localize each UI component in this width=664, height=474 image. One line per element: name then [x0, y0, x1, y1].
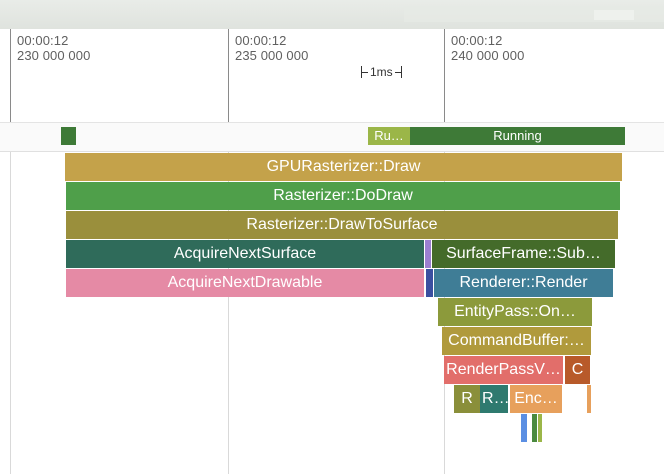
trace-slice[interactable]: Enc…	[510, 385, 562, 413]
trace-slice[interactable]: Rasterizer::DoDraw	[66, 182, 620, 210]
trace-slice[interactable]: EntityPass::On…	[438, 298, 592, 326]
trace-slice[interactable]	[521, 414, 527, 442]
ruler-tick	[444, 29, 445, 122]
trace-slice[interactable]: AcquireNextDrawable	[66, 269, 424, 297]
scale-bar-label: 1ms	[370, 65, 393, 79]
thread-state-slice[interactable]: Running	[410, 127, 625, 145]
blurred-header-region	[594, 10, 634, 20]
tick-ns: 230 000 000	[17, 48, 91, 63]
trace-slice[interactable]: C	[565, 356, 590, 384]
scale-bar-line	[394, 71, 401, 73]
tick-ns: 235 000 000	[235, 48, 309, 63]
trace-slice[interactable]: Renderer::Render	[434, 269, 613, 297]
trace-slice[interactable]: R	[454, 385, 480, 413]
ruler-tick-label: 00:00:12 235 000 000	[235, 33, 308, 63]
ruler-tick-label: 00:00:12 240 000 000	[451, 33, 524, 63]
trace-slice[interactable]: CommandBuffer:…	[442, 327, 591, 355]
scale-bar: 1ms	[361, 64, 402, 80]
ruler-tick	[10, 29, 11, 122]
scale-bar-line	[362, 71, 368, 73]
tick-ns: 240 000 000	[451, 48, 525, 63]
trace-slice[interactable]	[532, 414, 537, 442]
trace-slice[interactable]: R…	[480, 385, 508, 413]
trace-slice[interactable]	[538, 414, 542, 442]
ruler-tick-label: 00:00:12 230 000 000	[17, 33, 90, 63]
scale-bar-cap	[361, 66, 362, 78]
trace-slice[interactable]: Rasterizer::DrawToSurface	[66, 211, 618, 239]
trace-slice[interactable]	[426, 269, 433, 297]
tick-time: 00:00:12	[17, 33, 69, 48]
ruler-tick	[228, 29, 229, 122]
trace-slice[interactable]	[587, 385, 591, 413]
grid-line	[10, 29, 11, 474]
trace-slice[interactable]: GPURasterizer::Draw	[65, 153, 622, 181]
time-ruler[interactable]	[0, 29, 664, 122]
scale-bar-cap	[400, 66, 402, 78]
thread-state-slice[interactable]	[61, 127, 76, 145]
tick-time: 00:00:12	[451, 33, 503, 48]
trace-slice[interactable]	[425, 240, 431, 268]
blurred-header	[0, 0, 664, 29]
trace-slice[interactable]: RenderPassV…	[444, 356, 563, 384]
tick-time: 00:00:12	[235, 33, 287, 48]
trace-slice[interactable]: AcquireNextSurface	[66, 240, 424, 268]
thread-state-slice[interactable]: Ru…	[368, 127, 410, 145]
trace-slice[interactable]: SurfaceFrame::Sub…	[432, 240, 615, 268]
